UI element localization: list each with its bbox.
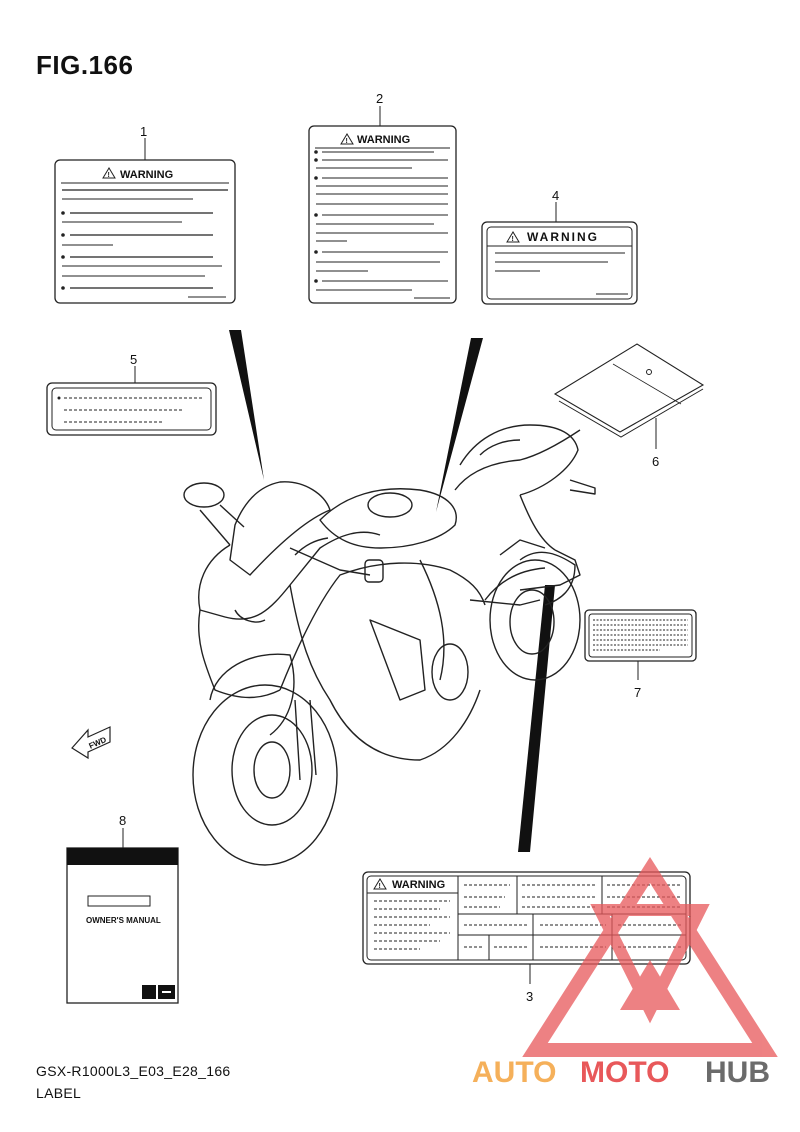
label-7 <box>584 609 697 662</box>
automotohub-watermark-text: AUTO MOTO HUB <box>472 1056 770 1089</box>
callout-8: 8 <box>119 813 126 828</box>
motorcycle-illustration <box>183 424 596 866</box>
callout-3: 3 <box>526 989 533 1004</box>
svg-text:!: ! <box>512 236 514 243</box>
svg-text:MOTO: MOTO <box>580 1056 669 1089</box>
warning-text-2: WARNING <box>357 134 410 146</box>
callout-7: 7 <box>634 685 641 700</box>
callout-5: 5 <box>130 352 137 367</box>
warning-triangle-icon: ! <box>340 133 354 145</box>
footer-diagram-code: GSX-R1000L3_E03_E28_166 <box>36 1063 231 1079</box>
figure-title: FIG.166 <box>36 50 134 80</box>
label-1: ! WARNING <box>54 159 236 304</box>
callout-6: 6 <box>652 454 659 469</box>
automotohub-watermark-logo <box>522 856 778 1057</box>
warning-triangle-icon: ! <box>102 167 116 179</box>
callout-2: 2 <box>376 91 383 106</box>
owners-manual-text: OWNER'S MANUAL <box>86 916 161 925</box>
svg-text:HUB: HUB <box>705 1056 770 1089</box>
suzuki-logo-icon <box>142 985 156 999</box>
warning-text-4: WARNING <box>527 230 599 244</box>
label-8-owners-manual: OWNER'S MANUAL <box>66 847 179 1004</box>
footer-diagram-name: LABEL <box>36 1085 82 1101</box>
label-2: ! WARNING <box>308 125 457 304</box>
pointer-wedge-3 <box>518 585 555 852</box>
label-4: ! WARNING <box>481 221 638 305</box>
callout-1: 1 <box>140 124 147 139</box>
pointer-wedge-1 <box>229 330 264 480</box>
warning-text-1: WARNING <box>120 169 173 181</box>
label-6 <box>553 343 705 438</box>
label-5 <box>46 382 217 436</box>
callout-4: 4 <box>552 188 559 203</box>
svg-text:!: ! <box>346 138 348 145</box>
fwd-arrow-icon: FWD <box>71 726 111 760</box>
svg-text:!: ! <box>108 172 110 179</box>
warning-text-3: WARNING <box>392 879 445 891</box>
svg-text:AUTO: AUTO <box>472 1056 556 1089</box>
svg-text:!: ! <box>379 883 381 890</box>
pointer-wedge-2 <box>436 338 483 512</box>
warning-triangle-icon: ! <box>506 231 520 243</box>
warning-triangle-icon: ! <box>373 878 387 890</box>
